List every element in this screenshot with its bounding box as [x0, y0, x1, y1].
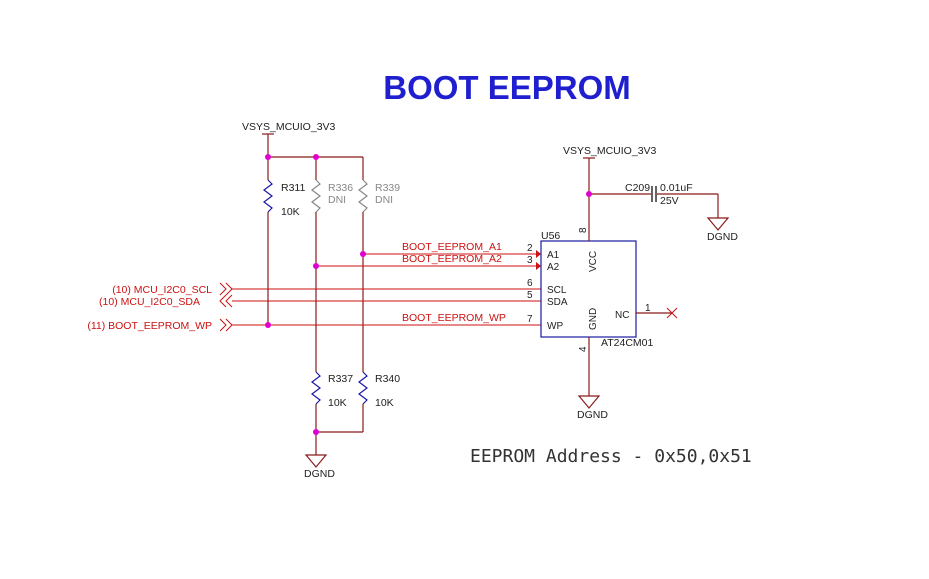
r311-ref: R311 [281, 182, 305, 194]
right-power-label: VSYS_MCUIO_3V3 [563, 145, 657, 157]
wp-port-label: (11) BOOT_EEPROM_WP [87, 320, 212, 332]
pin-num-a1: 2 [527, 243, 533, 254]
pin-num-vcc: 8 [578, 227, 589, 233]
c209-ref: C209 [625, 182, 650, 194]
wp-port-symbol [219, 318, 233, 332]
pin-num-a2: 3 [527, 255, 533, 266]
r311-value: 10K [281, 206, 300, 218]
r340-value: 10K [375, 397, 394, 409]
c209-value: 0.01uF [660, 182, 693, 194]
cap-ground-symbol [706, 217, 730, 231]
resistor-r311 [263, 157, 273, 325]
cap-ground-label: DGND [707, 231, 738, 243]
pin-name-a2: A2 [547, 262, 560, 273]
junction-dots [265, 154, 592, 435]
nc-no-connect [636, 307, 678, 319]
ic-ground-label: DGND [577, 409, 608, 421]
r336-ref: R336 [328, 182, 353, 194]
left-ground-label: DGND [304, 468, 335, 480]
a1-arrow [536, 250, 541, 258]
ic-ground-symbol [577, 395, 601, 409]
left-ground-symbol [304, 454, 328, 468]
schematic-title: BOOT EEPROM [383, 69, 631, 106]
resistor-r337 [311, 371, 321, 455]
resistor-r340 [316, 371, 368, 433]
ic-ref: U56 [541, 230, 560, 242]
pin-num-scl: 6 [527, 278, 533, 289]
r339-ref: R339 [375, 182, 400, 194]
sda-port-label: (10) MCU_I2C0_SDA [99, 296, 200, 308]
pin-name-wp: WP [547, 321, 563, 332]
pin-name-sda: SDA [547, 297, 568, 308]
pin-name-scl: SCL [547, 285, 567, 296]
eeprom-address-note: EEPROM Address - 0x50,0x51 [470, 446, 752, 467]
r340-ref: R340 [375, 373, 400, 385]
r336-value: DNI [328, 194, 346, 206]
scl-port-symbol [219, 282, 233, 296]
a1-net-label: BOOT_EEPROM_A1 [402, 241, 502, 253]
resistor-r339 [358, 157, 368, 372]
pin-name-vcc: VCC [588, 251, 599, 272]
sda-port-symbol [219, 294, 233, 308]
pin-num-gnd: 4 [578, 346, 589, 352]
r337-value: 10K [328, 397, 347, 409]
pin-num-sda: 5 [527, 290, 533, 301]
c209-voltage: 25V [660, 195, 679, 207]
wp-net-label: BOOT_EEPROM_WP [402, 312, 506, 324]
right-power-symbol [583, 157, 595, 241]
a2-net-label: BOOT_EEPROM_A2 [402, 253, 502, 265]
r337-ref: R337 [328, 373, 353, 385]
a2-arrow [536, 262, 541, 270]
pin-name-gnd: GND [588, 308, 599, 330]
left-power-label: VSYS_MCUIO_3V3 [242, 121, 336, 133]
pin-num-nc: 1 [645, 303, 651, 314]
pin-name-nc: NC [615, 310, 629, 321]
pin-num-wp: 7 [527, 314, 533, 325]
left-power-symbol [262, 133, 274, 157]
r339-value: DNI [375, 194, 393, 206]
resistor-r336 [311, 157, 321, 372]
pin-name-a1: A1 [547, 250, 560, 261]
capacitor-c209 [651, 186, 719, 218]
scl-port-label: (10) MCU_I2C0_SCL [112, 284, 212, 296]
ic-part: AT24CM01 [601, 337, 653, 349]
